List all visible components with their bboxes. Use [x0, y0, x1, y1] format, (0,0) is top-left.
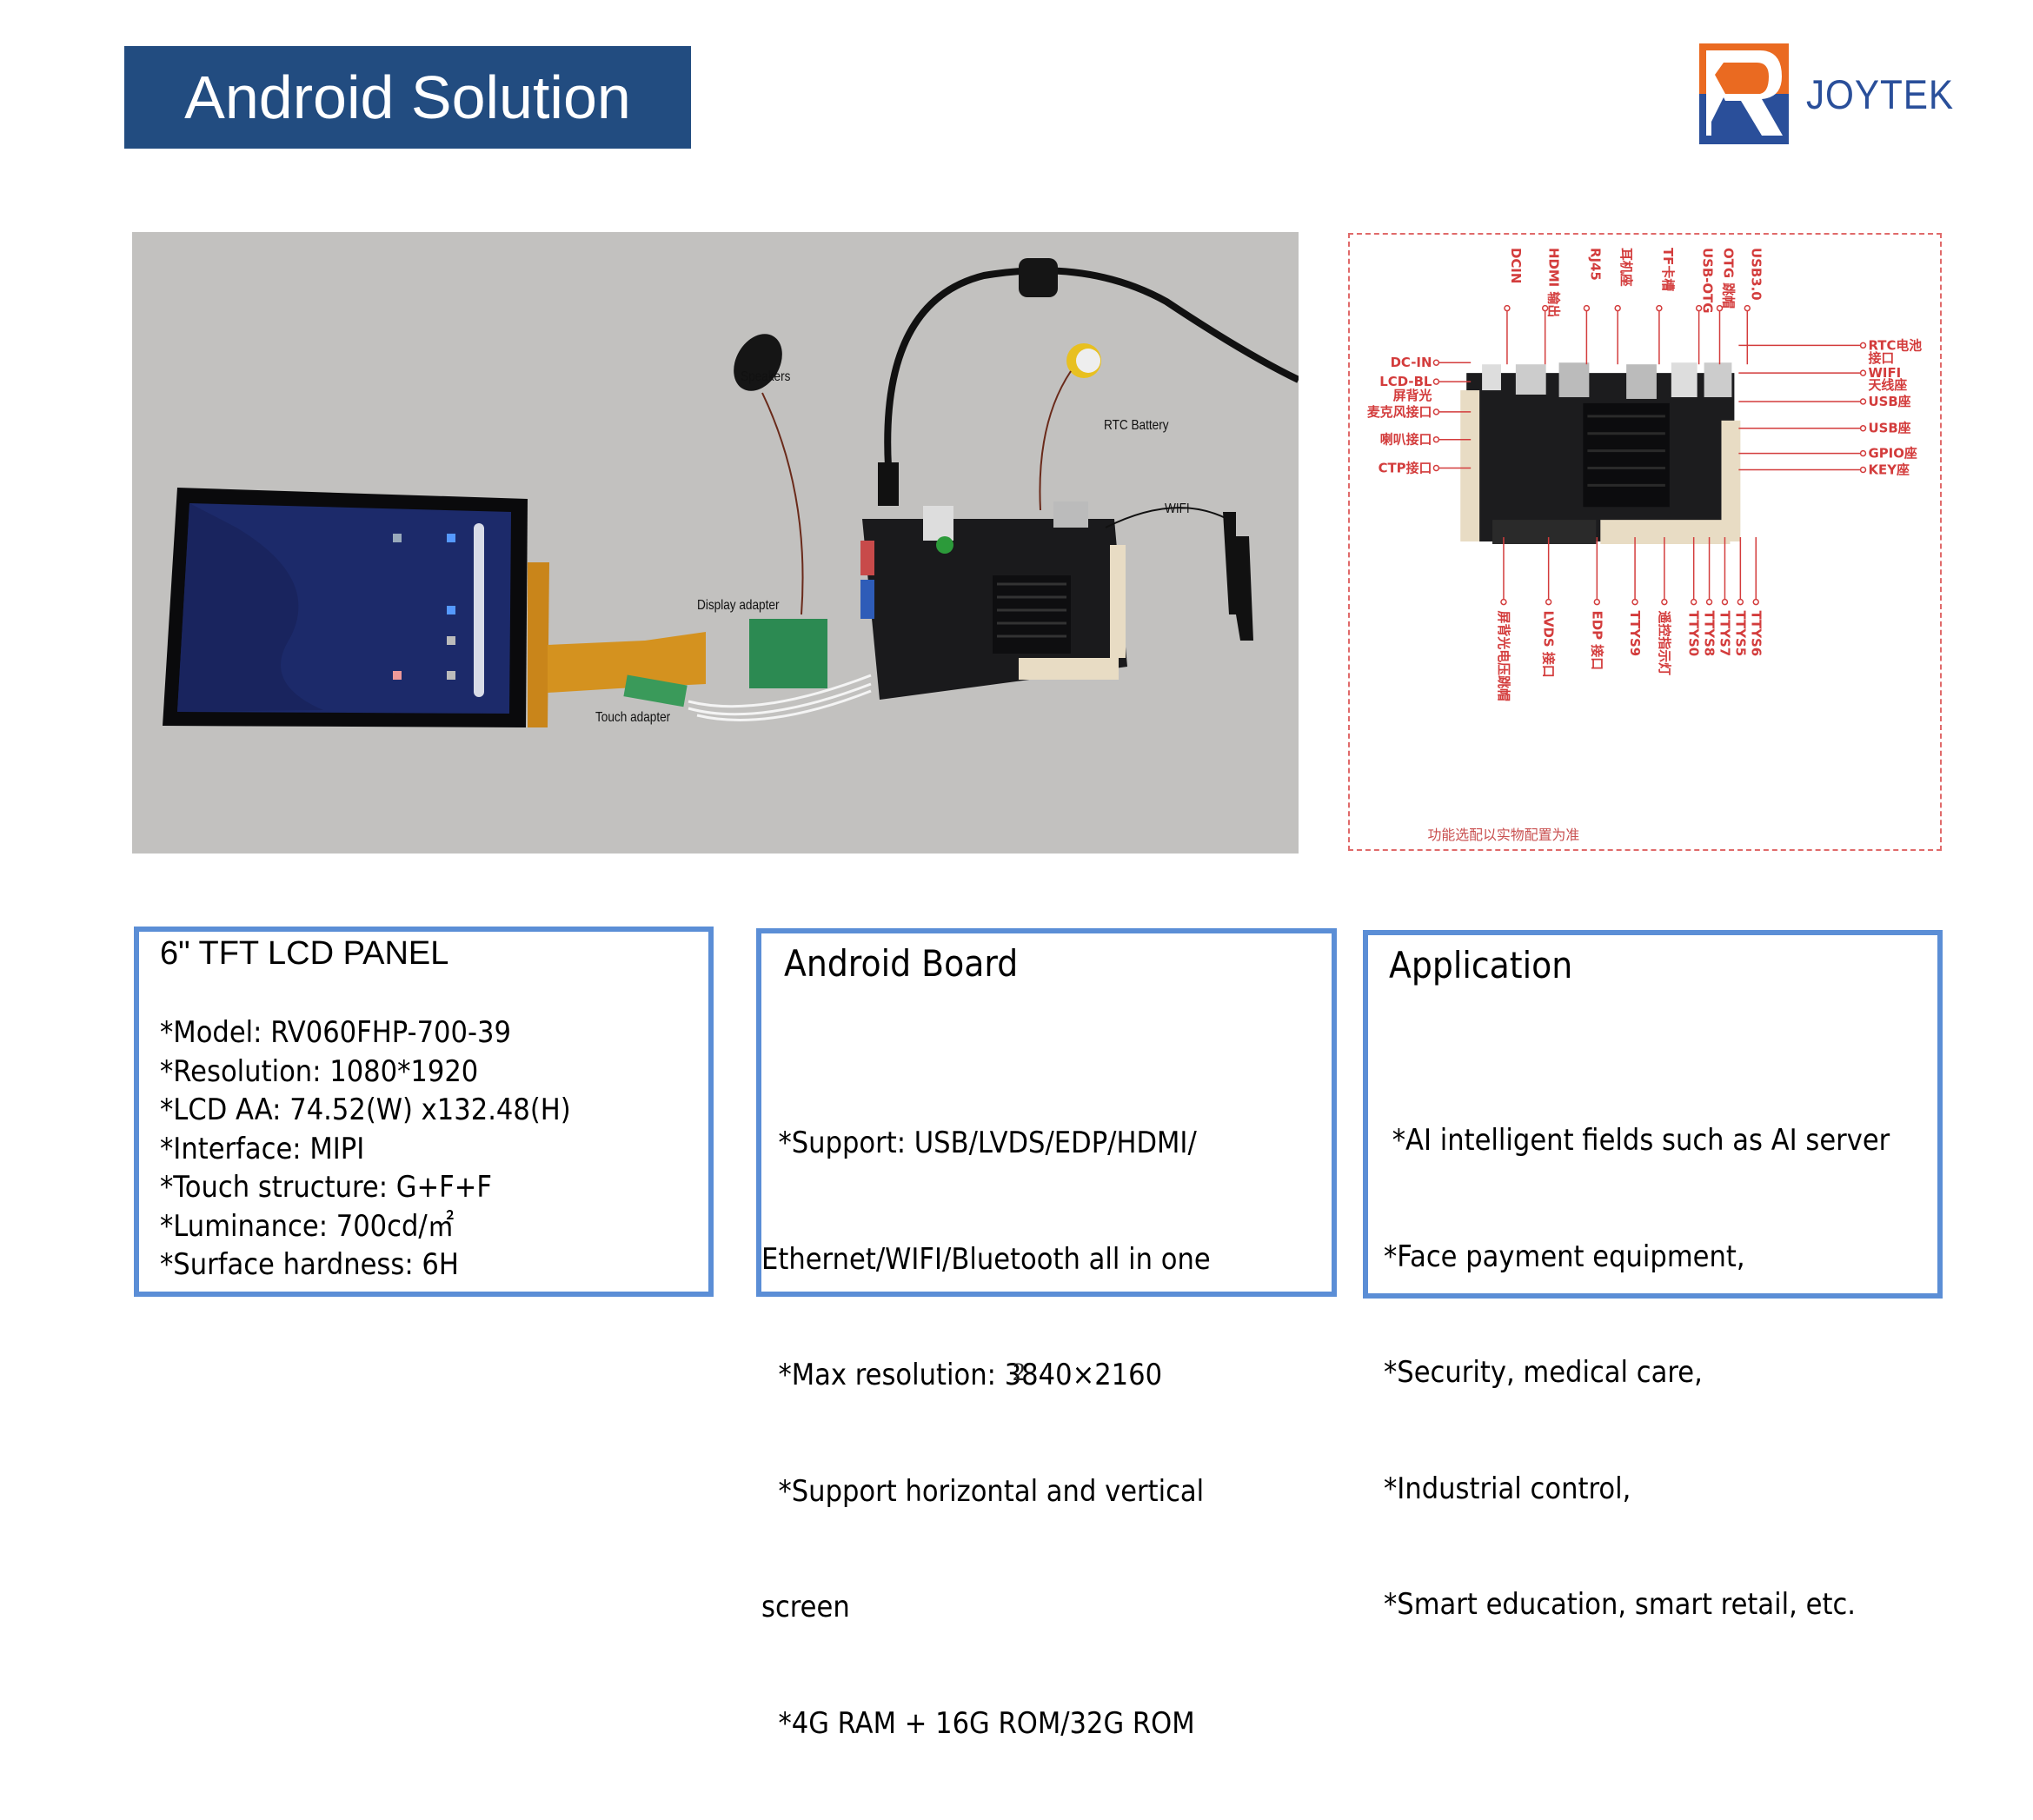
spec-line: *Support horizontal and vertical: [761, 1473, 1205, 1509]
page-title: Android Solution: [184, 63, 631, 131]
page-number: 2: [1013, 1358, 1026, 1386]
diagram-label-right: KEY座: [1868, 462, 1910, 477]
card-title: Application: [1389, 944, 1573, 986]
product-photo: Speakers RTC Battery WIFI Display adapte…: [132, 232, 1299, 854]
card-body: *AI intelligent fields such as AI server…: [1384, 1044, 1890, 1702]
diagram-label-bottom: TTYS8: [1702, 611, 1717, 657]
label-rtc-battery: RTC Battery: [1104, 418, 1169, 433]
android-board-image: [860, 501, 1127, 700]
diagram-label-top: DCIN: [1508, 248, 1524, 283]
display-adapter-image: [749, 619, 827, 688]
diagram-label-top: HDMI 输出: [1546, 248, 1562, 317]
diagram-label-right: USB座: [1868, 421, 1910, 436]
label-wifi: WIFI: [1165, 501, 1190, 516]
card-android-board: Android Board *Support: USB/LVDS/EDP/HDM…: [756, 928, 1337, 1741]
spec-line: *Interface: MIPI: [160, 1131, 365, 1166]
diagram-label-right: 接口: [1868, 350, 1894, 366]
diagram-label-bottom: TTYS0: [1686, 611, 1702, 657]
diagram-label-top: 耳机座: [1618, 248, 1634, 287]
spec-line: *AI intelligent fields such as AI server: [1384, 1123, 1890, 1158]
label-speakers: Speakers: [741, 369, 791, 384]
label-display-adapter: Display adapter: [697, 598, 780, 613]
diagram-label-right: RTC电池: [1868, 337, 1922, 353]
card-application: Application *AI intelligent fields such …: [1363, 930, 1943, 1622]
spec-line: *Smart education, smart retail, etc.: [1384, 1587, 1857, 1622]
diagram-label-right: 天线座: [1868, 377, 1907, 393]
diagram-label-bottom: TTYS7: [1717, 611, 1732, 657]
spec-line: *Touch structure: G+F+F: [160, 1170, 492, 1205]
diagram-label-left: 屏背光: [1393, 388, 1432, 403]
brand-name: JOYTEK: [1806, 70, 1954, 117]
spec-line: *LCD AA: 74.52(W) x132.48(H): [160, 1093, 571, 1127]
diagram-label-bottom: LVDS 接口: [1541, 611, 1557, 678]
diagram-label-right: WIFI: [1868, 365, 1901, 381]
spec-line: *Face payment equipment,: [1384, 1239, 1745, 1274]
diagram-label-top: RJ45: [1587, 248, 1603, 281]
spec-line: *Resolution: 1080*1920: [160, 1053, 479, 1089]
diagram-label-left: 喇叭接口: [1380, 432, 1432, 448]
diagram-label-bottom: TTYS6: [1748, 611, 1764, 657]
spec-line: screen: [761, 1590, 850, 1624]
card-body: *Model: RV060FHP-700-39 *Resolution: 108…: [160, 1013, 571, 1285]
spec-line: Ethernet/WIFI/Bluetooth all in one: [761, 1241, 1211, 1277]
joytek-logo: JOYTEK: [1699, 43, 1970, 144]
card-body: *Support: USB/LVDS/EDP/HDMI/ Ethernet/WI…: [761, 1046, 1211, 1820]
title-banner: Android Solution: [124, 46, 691, 149]
diagram-label-right: GPIO座: [1868, 446, 1917, 462]
label-touch-adapter: Touch adapter: [595, 710, 671, 725]
lcd-panel-image: [163, 488, 528, 727]
spec-line: *Max resolution: 3840×2160: [761, 1358, 1163, 1392]
spec-line: *Luminance: 700cd/㎡: [160, 1208, 455, 1244]
diagram-label-left: DC-IN: [1391, 355, 1432, 370]
spec-line: *Industrial control,: [1384, 1471, 1631, 1506]
diagram-label-top: USB-OTG: [1700, 248, 1716, 313]
diagram-label-bottom: EDP 接口: [1589, 611, 1604, 670]
diagram-label-left: 麦克风接口: [1367, 404, 1432, 420]
diagram-footnote: 功能选配以实物配置为准: [1427, 827, 1579, 843]
diagram-label-bottom: 遥控指示灯: [1657, 611, 1672, 676]
diagram-label-top: OTG 跳帽: [1720, 248, 1736, 309]
diagram-label-top: USB3.0: [1748, 248, 1764, 301]
diagram-label-left: LCD-BL: [1379, 374, 1432, 389]
spec-line: *Support: USB/LVDS/EDP/HDMI/: [761, 1126, 1197, 1160]
spec-line: *4G RAM + 16G ROM/32G ROM: [761, 1705, 1195, 1741]
card-title: 6" TFT LCD PANEL: [160, 935, 449, 972]
diagram-label-right: USB座: [1868, 394, 1910, 409]
diagram-label-left: CTP接口: [1379, 460, 1432, 475]
logo-r-icon: [1699, 43, 1789, 144]
diagram-label-top: TF卡槽: [1660, 248, 1676, 291]
diagram-label-bottom: TTYS5: [1732, 611, 1748, 657]
diagram-label-bottom: 屏背光电压跳帽: [1496, 611, 1511, 701]
spec-line: *Security, medical care,: [1384, 1355, 1703, 1390]
diagram-label-bottom: TTYS9: [1627, 611, 1643, 657]
spec-line: *Surface hardness: 6H: [160, 1247, 459, 1282]
card-lcd-panel: 6" TFT LCD PANEL *Model: RV060FHP-700-39…: [134, 927, 714, 1297]
card-title: Android Board: [784, 942, 1019, 985]
spec-line: *Model: RV060FHP-700-39: [160, 1015, 511, 1050]
